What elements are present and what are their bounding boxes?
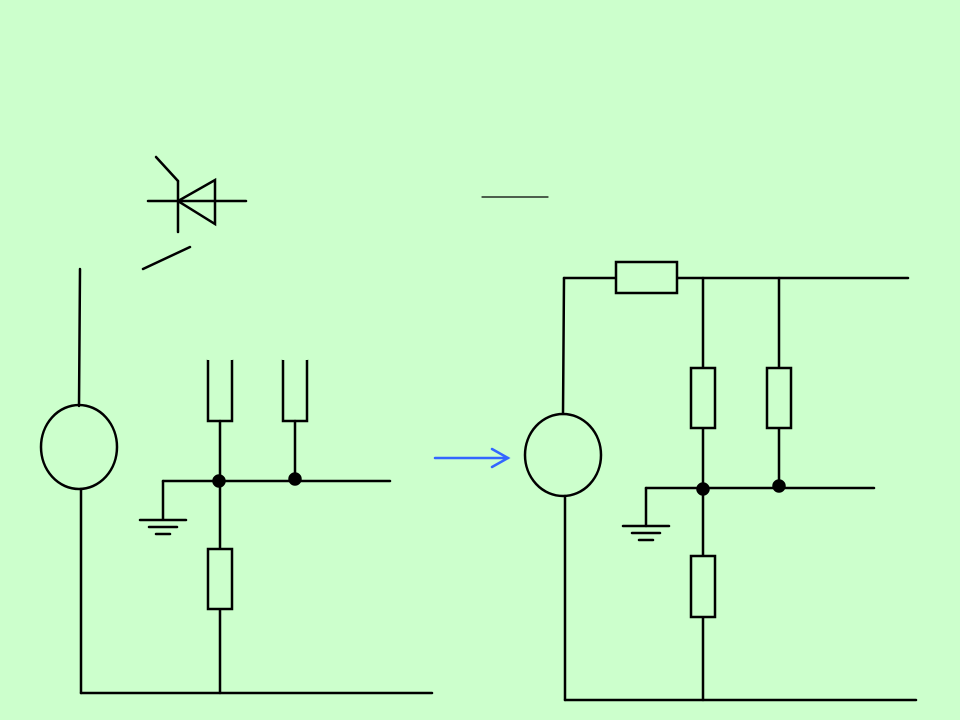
- junction-dot: [696, 482, 710, 496]
- junction-dot: [772, 479, 786, 493]
- source-circle: [39, 403, 119, 491]
- right-arrow-icon: [433, 447, 511, 469]
- resistor-top: [614, 260, 679, 295]
- diagonal-line: [141, 245, 192, 271]
- resistor-branch-1: [689, 366, 717, 430]
- resistor-lower: [689, 554, 717, 619]
- ground-icon: [138, 518, 188, 536]
- thyristor-symbol-icon: [146, 155, 248, 234]
- source-top-wire: [77, 267, 82, 408]
- original-circuit: [39, 267, 434, 695]
- resistor-branch-2: [765, 366, 793, 430]
- junction-dot: [212, 474, 226, 488]
- source-circle: [523, 412, 603, 498]
- ground-icon: [621, 524, 671, 542]
- resistor-left-lower: [206, 547, 234, 611]
- junction-dot: [288, 472, 302, 486]
- source-top-wire: [561, 276, 566, 416]
- equivalent-circuit: [523, 260, 918, 702]
